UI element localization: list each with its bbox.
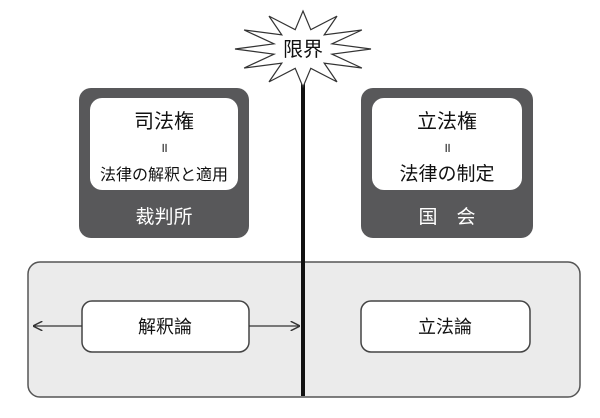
legislature-definition: 法律の制定 [399,163,494,185]
legislature-institution: 国 会 [418,206,475,228]
legislature-box: 立法権 ॥ 法律の制定 国 会 [361,88,533,238]
judiciary-definition: 法律の解釈と適用 [100,165,228,184]
judiciary-power: 司法権 [134,109,194,133]
limit-label: 限界 [283,37,323,61]
judiciary-institution: 裁判所 [135,206,192,228]
equals-sign: ॥ [160,141,168,156]
legislature-power: 立法権 [417,109,477,133]
judiciary-box: 司法権 ॥ 法律の解釈と適用 裁判所 [79,88,249,238]
interpretation-theory-box: 解釈論 [81,300,250,353]
legislative-theory-box: 立法論 [360,300,531,353]
starburst-icon [234,9,372,89]
equals-sign: ॥ [443,141,451,156]
legislative-theory-label: 立法論 [418,317,472,338]
interpretation-theory-label: 解釈論 [138,317,192,338]
